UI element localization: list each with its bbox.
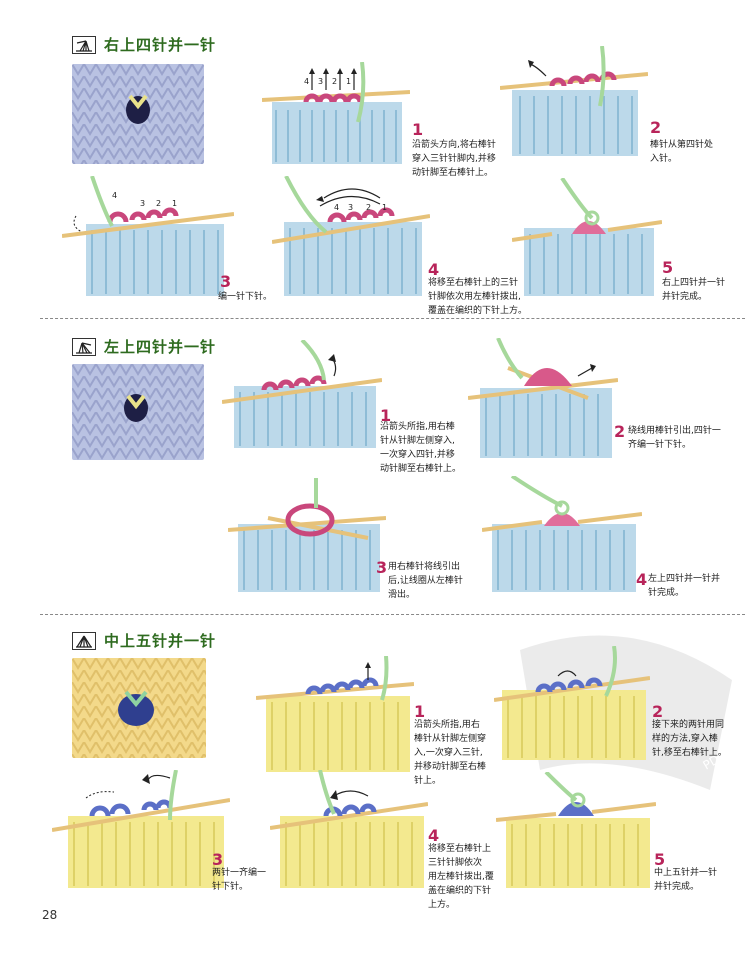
section-2-step-4-illustration (481, 474, 643, 596)
s3-step-3-text: 两针一齐编一针下针。 (212, 868, 267, 892)
section-3-swatch-photo (72, 658, 206, 758)
left-over-four-together-symbol-icon (72, 337, 96, 356)
section-1-step-4-illustration: 4 3 2 1 (271, 175, 431, 300)
section-divider-2 (40, 614, 745, 615)
s2-step-3-number: 3 (376, 558, 388, 577)
section-1-heading: 右上四针并一针 (104, 36, 217, 54)
s3-step-2-text: 接下来的两针用同样的方法,穿入棒针,移至右棒针上。 (652, 720, 727, 758)
s2-step-2-number: 2 (614, 422, 626, 441)
s1-step4-label-2: 2 (366, 203, 371, 212)
s3-step-5-number: 5 (654, 850, 666, 869)
s1-step-5-number: 5 (662, 258, 674, 277)
s3-step-2-number: 2 (652, 702, 664, 721)
s1-step-1-number: 1 (412, 120, 424, 139)
s2-step-4-number: 4 (636, 570, 648, 589)
s3-step-1-number: 1 (414, 702, 426, 721)
section-3-step-5-illustration (495, 770, 657, 892)
section-3-heading: 中上五针并一针 (104, 632, 217, 650)
page-number: 28 (42, 908, 58, 922)
section-1-step-2-illustration (499, 45, 649, 160)
s3-step-1-text: 沿箭头所指,用右棒针从针脚左侧穿入,一次穿入三针,并移动针脚至右棒针上。 (414, 720, 487, 786)
section-1-title: 右上四针并一针 (72, 34, 216, 55)
s1-step4-label-4: 4 (334, 203, 339, 212)
s3-step-4-text: 将移至右棒针上三针针脚依次用左棒针拨出,覆盖在编织的下针上方。 (428, 844, 494, 910)
section-3-step-4-illustration (269, 769, 429, 892)
s1-step-4-number: 4 (428, 260, 440, 279)
s3-step-5-text: 中上五针并一针并针完成。 (654, 868, 718, 892)
s3-step-3-number: 3 (212, 850, 224, 869)
s1-step-1-text: 沿箭头方向,将右棒针穿入三针针脚内,并移动针脚至右棒针上。 (412, 140, 496, 178)
section-1-swatch-photo (72, 64, 204, 164)
s2-step-3-text: 用右棒针将线引出后,让线圈从左棒针滑出。 (388, 562, 463, 600)
center-five-together-symbol-icon (72, 631, 96, 650)
section-3-title: 中上五针并一针 (72, 630, 216, 651)
s2-step-4-text: 左上四针并一针并针完成。 (648, 574, 721, 598)
section-2-step-3-illustration (227, 478, 387, 596)
s1-step1-label-3: 3 (318, 77, 323, 86)
section-3-step-1-illustration (255, 655, 415, 776)
s1-step3-label-4: 4 (112, 191, 117, 200)
s2-step-1-text: 沿箭头所指,用右棒针从针脚左侧穿入,一次穿入四针,并移动针脚至右棒针上。 (380, 422, 462, 474)
s1-step1-label-2: 2 (332, 77, 337, 86)
section-divider-1 (40, 318, 745, 319)
s3-step-4-number: 4 (428, 826, 440, 845)
s1-step-5-text: 右上四针并一针并针完成。 (662, 278, 726, 302)
s2-step-1-number: 1 (380, 406, 392, 425)
section-2-swatch-photo (72, 364, 204, 460)
section-2-title: 左上四针并一针 (72, 336, 216, 357)
s1-step-4-text: 将移至右棒针上的三针针脚依次用左棒针拨出,覆盖在编织的下针上方。 (428, 278, 528, 316)
section-2-step-1-illustration (221, 338, 383, 452)
s1-step-2-number: 2 (650, 118, 662, 137)
s1-step1-label-4: 4 (304, 77, 309, 86)
s2-step-2-text: 绕线用棒针引出,四针一齐编一针下针。 (628, 426, 721, 450)
section-2-step-2-illustration (467, 337, 619, 462)
section-1-step-3-illustration: 4 3 2 1 (61, 175, 235, 300)
s1-step3-label-2: 2 (156, 199, 161, 208)
s1-step-2-text: 棒针从第四针处入针。 (650, 140, 714, 164)
section-3-step-2-illustration (493, 645, 651, 764)
s1-step-3-text: 编一针下针。 (218, 292, 273, 302)
right-over-four-together-symbol-icon (72, 35, 96, 54)
section-1-step-5-illustration (511, 176, 663, 300)
s1-step4-label-1: 1 (382, 203, 387, 212)
section-3-step-3-illustration (51, 769, 231, 892)
section-2-heading: 左上四针并一针 (104, 338, 217, 356)
s1-step3-label-1: 1 (172, 199, 177, 208)
s1-step1-label-1: 1 (346, 77, 351, 86)
s1-step-3-number: 3 (220, 272, 232, 291)
section-1-step-1-illustration: 4 3 2 1 (261, 61, 411, 168)
s1-step4-label-3: 3 (348, 203, 353, 212)
s1-step3-label-3: 3 (140, 199, 145, 208)
